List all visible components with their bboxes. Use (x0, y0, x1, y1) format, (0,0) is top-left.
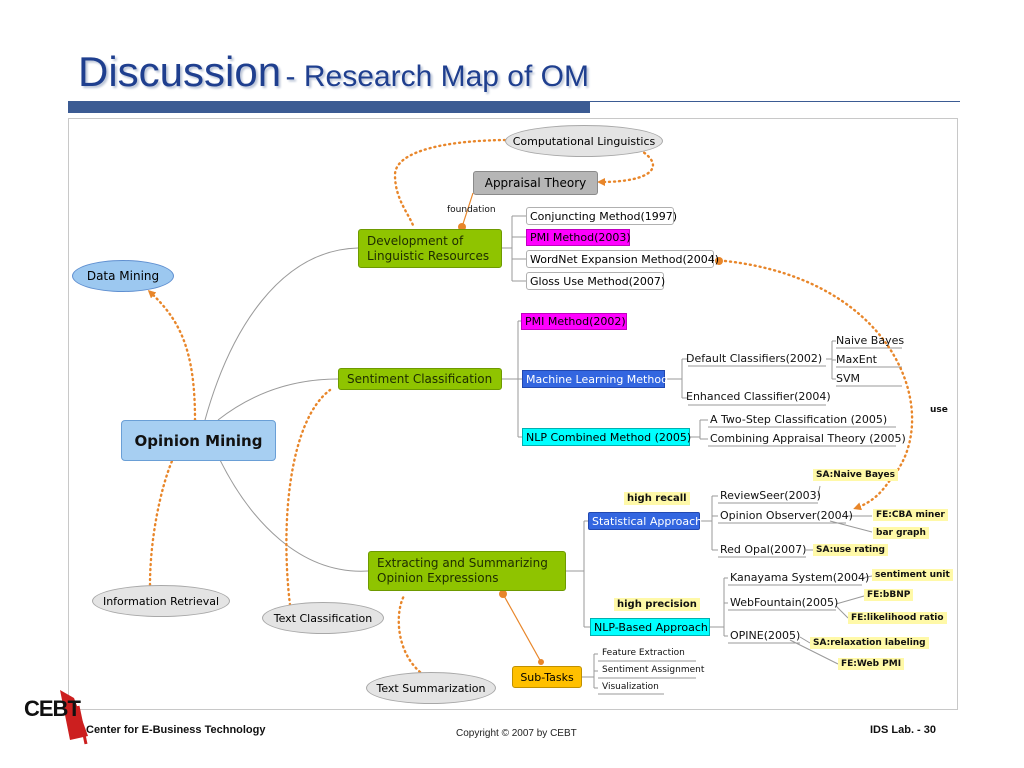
node-visualization: Visualization (602, 682, 659, 692)
node-pmi-method-2002: PMI Method(2002) (521, 313, 627, 330)
edge-ts-extracting (397, 592, 422, 674)
node-data-mining: Data Mining (72, 260, 174, 292)
edge-subtasks (502, 593, 542, 663)
note-high-precision: high precision (614, 598, 700, 611)
node-feature-extraction: Feature Extraction (602, 648, 685, 658)
node-red-opal: Red Opal(2007) (720, 543, 807, 556)
node-enhanced-classifier: Enhanced Classifier(2004) (686, 390, 831, 403)
node-opinion-observer: Opinion Observer(2004) (720, 509, 853, 522)
node-information-retrieval: Information Retrieval (92, 585, 230, 617)
node-extracting-summarizing: Extracting and Summarizing Opinion Expre… (368, 551, 566, 591)
edge-root-linguistic (204, 247, 359, 421)
node-linguistic-resources: Development of Linguistic Resources (358, 229, 502, 268)
node-gloss-use-method: Gloss Use Method(2007) (526, 272, 665, 290)
node-sub-tasks: Sub-Tasks (512, 666, 582, 688)
node-two-step-classification: A Two-Step Classification (2005) (710, 413, 888, 426)
cebt-logo: CEBT (24, 696, 81, 721)
edge-linguistic-datamining (147, 289, 197, 422)
node-kanayama-system: Kanayama System(2004) (730, 571, 870, 584)
note-sentiment-unit: sentiment unit (872, 569, 953, 581)
map-frame (68, 118, 958, 710)
note-bar-graph: bar graph (873, 527, 929, 539)
node-default-classifiers: Default Classifiers(2002) (686, 352, 823, 365)
node-webfountain: WebFountain(2005) (730, 596, 839, 609)
label-foundation: foundation (447, 205, 496, 215)
node-text-classification: Text Classification (262, 602, 384, 634)
note-fe-cba-miner: FE:CBA miner (873, 509, 948, 521)
edge-tc-sentiment (285, 388, 332, 607)
node-text-summarization: Text Summarization (366, 672, 496, 704)
node-computational-linguistics: Computational Linguistics (505, 125, 663, 157)
footer-copyright: Copyright © 2007 by CEBT (456, 728, 577, 739)
node-machine-learning-method: Machine Learning Method (522, 370, 668, 388)
note-sa-relaxation-labeling: SA:relaxation labeling (810, 637, 929, 649)
slide-title-sub: - Research Map of OM (285, 60, 589, 93)
title-rule-bar (68, 101, 590, 113)
node-conjuncting-method: Conjuncting Method(1997) (526, 207, 677, 225)
edge-root-extracting (219, 459, 369, 572)
footer-page-number: IDS Lab. - 30 (870, 724, 937, 736)
note-sa-naive-bayes: SA:Naive Bayes (813, 469, 898, 481)
note-fe-bbnp: FE:bBNP (864, 589, 914, 601)
node-statistical-approach: Statistical Approach (588, 512, 702, 530)
edge-cl-appraisal (597, 148, 655, 186)
edge-appraisal-foundation (461, 192, 474, 228)
node-opine: OPINE(2005) (730, 629, 801, 642)
edge-wordnet-use (723, 259, 914, 511)
node-pmi-method-2003: PMI Method(2003) (526, 229, 631, 246)
node-appraisal-theory: Appraisal Theory (473, 171, 598, 195)
slide-title: Discussion - Research Map of OM (78, 48, 589, 96)
edge-root-sentiment (217, 378, 339, 421)
note-high-recall: high recall (624, 492, 690, 505)
node-opinion-mining: Opinion Mining (121, 420, 276, 461)
footer-org: Center for E-Business Technology (86, 724, 266, 736)
node-sentiment-assignment: Sentiment Assignment (602, 665, 705, 675)
node-wordnet-expansion: WordNet Expansion Method(2004) (526, 250, 719, 268)
node-naive-bayes: Naive Bayes (836, 334, 905, 347)
edge-cl-linguistic (393, 138, 512, 230)
label-use: use (930, 405, 948, 415)
note-fe-web-pmi: FE:Web PMI (838, 658, 905, 670)
node-nlp-combined-method: NLP Combined Method (2005) (522, 428, 691, 446)
edge-ir-root (148, 459, 174, 587)
node-svm: SVM (836, 372, 860, 385)
slide-title-main: Discussion (78, 48, 282, 95)
node-nlp-based-approach: NLP-Based Approach (590, 618, 710, 636)
node-maxent: MaxEnt (836, 353, 877, 366)
title-rule-line (590, 101, 960, 102)
note-sa-use-rating: SA:use rating (813, 544, 888, 556)
node-reviewseer: ReviewSeer(2003) (720, 489, 821, 502)
node-combining-appraisal-theory: Combining Appraisal Theory (2005) (710, 432, 906, 445)
node-sentiment-classification: Sentiment Classification (338, 368, 502, 390)
note-fe-likelihood-ratio: FE:likelihood ratio (848, 612, 947, 624)
